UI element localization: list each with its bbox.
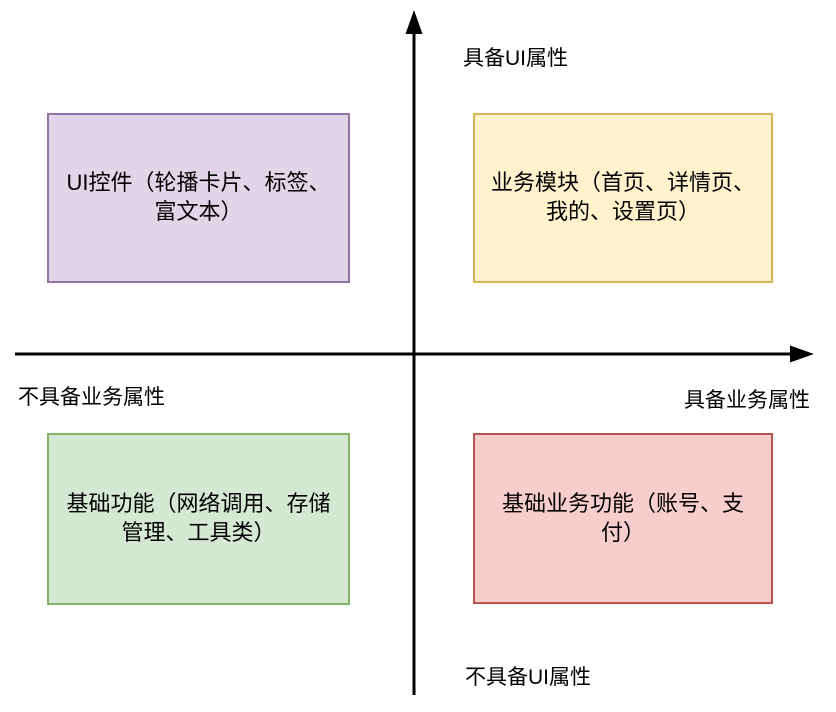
quadrant-top-right: 业务模块（首页、详情页、 我的、设置页）	[473, 113, 773, 283]
quadrant-bottom-left-label: 基础功能（网络调用、存储 管理、工具类）	[66, 491, 331, 545]
quadrant-bottom-left: 基础功能（网络调用、存储 管理、工具类）	[47, 433, 350, 605]
quadrant-top-left-label: UI控件（轮播卡片、标签、 富文本）	[66, 170, 331, 224]
x-axis-negative-label: 不具备业务属性	[18, 386, 165, 409]
quadrant-top-left: UI控件（轮播卡片、标签、 富文本）	[47, 113, 350, 283]
x-axis-arrowhead-icon	[790, 345, 814, 363]
quadrant-bottom-right: 基础业务功能（账号、支 付）	[473, 433, 773, 604]
y-axis-arrowhead-icon	[405, 10, 423, 34]
y-axis-positive-label: 具备UI属性	[463, 47, 568, 70]
quadrant-bottom-right-label: 基础业务功能（账号、支 付）	[501, 490, 744, 545]
quadrant-top-right-label: 业务模块（首页、详情页、 我的、设置页）	[490, 170, 755, 224]
x-axis-positive-label: 具备业务属性	[684, 389, 810, 412]
y-axis-negative-label: 不具备UI属性	[465, 666, 591, 689]
